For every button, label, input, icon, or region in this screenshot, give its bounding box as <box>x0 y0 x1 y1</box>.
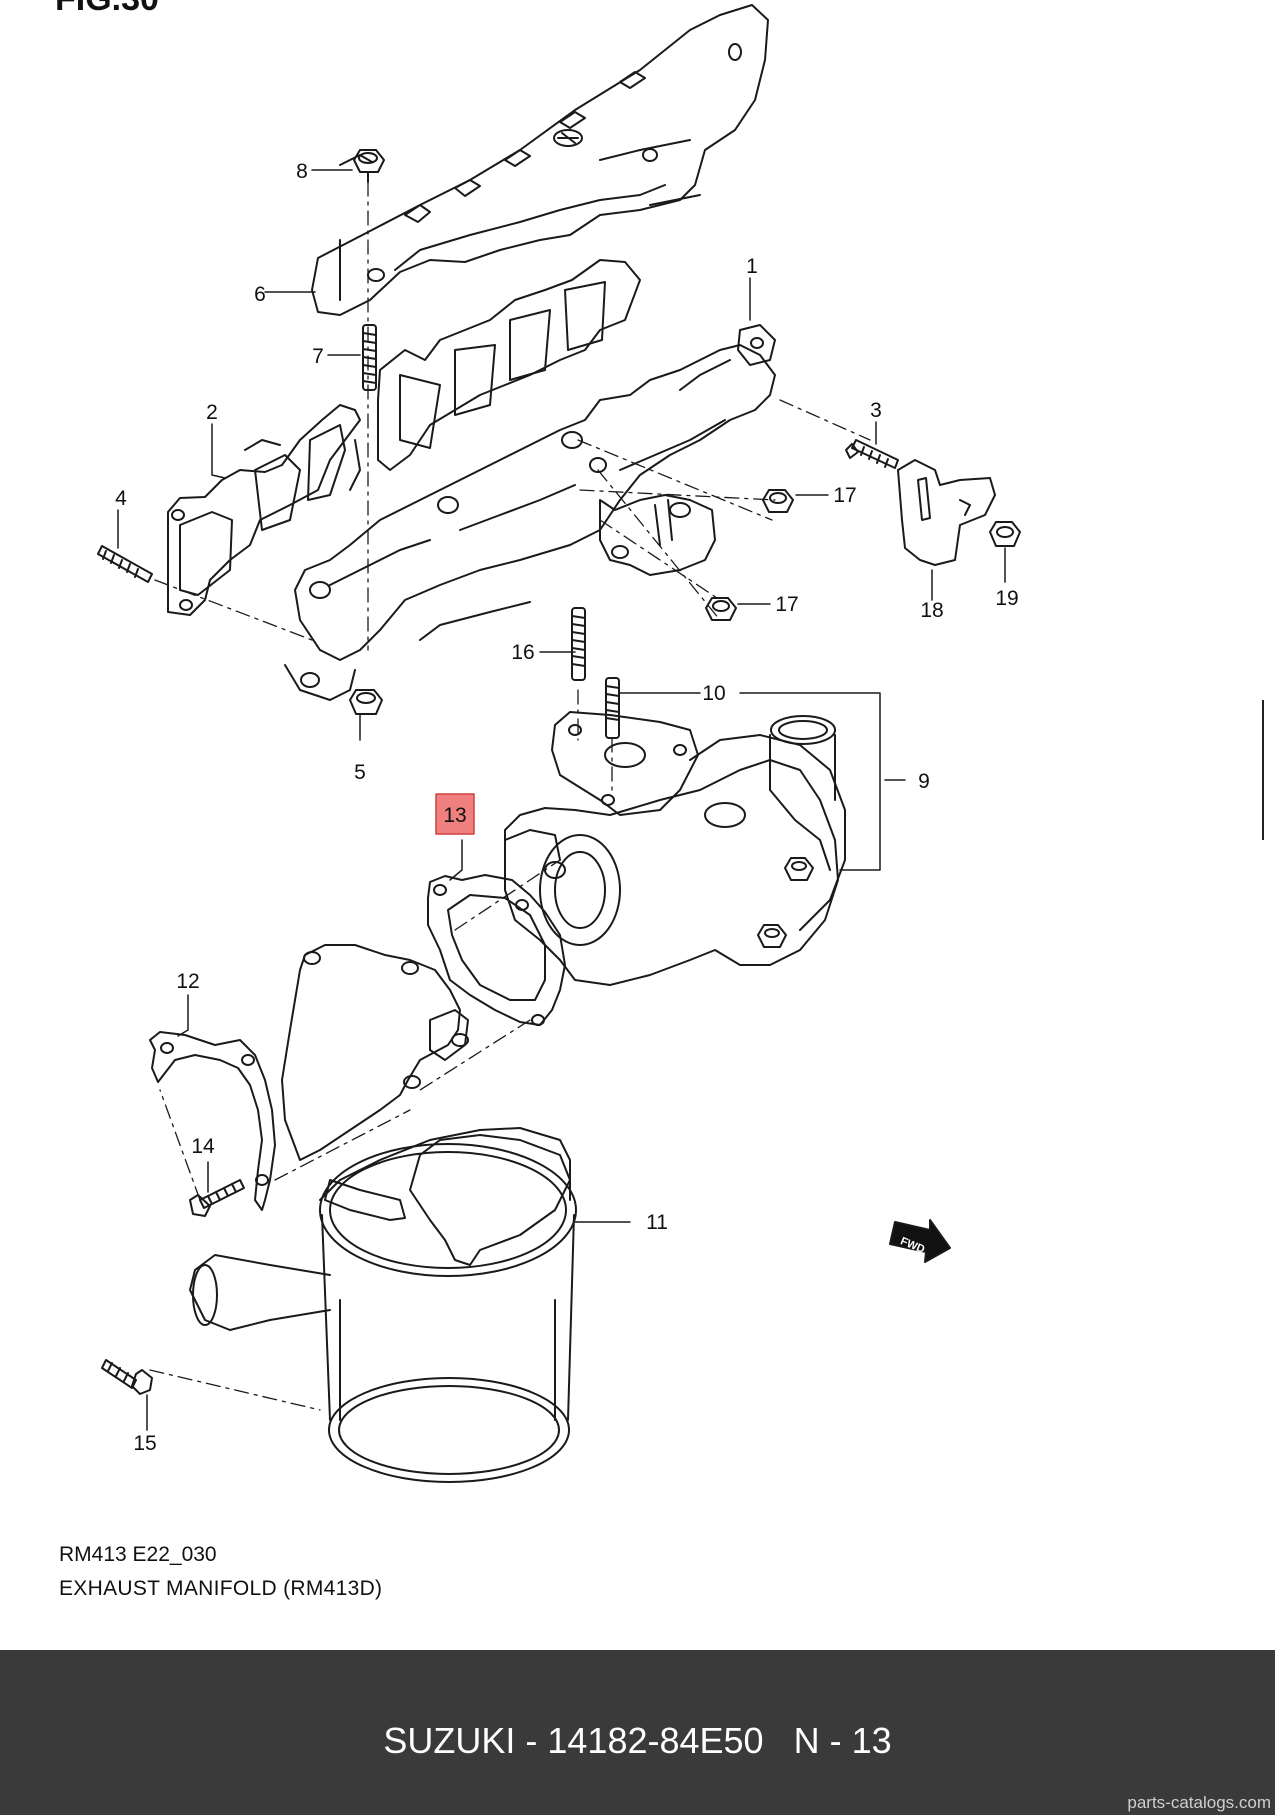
bolt-part-15[interactable] <box>101 1359 153 1395</box>
callout-6[interactable]: 6 <box>254 283 266 306</box>
callout-14[interactable]: 14 <box>191 1135 215 1158</box>
callout-16[interactable]: 16 <box>511 641 534 664</box>
part-callouts: 1 2 3 4 5 6 7 8 9 10 11 12 13 14 15 16 1… <box>115 160 1019 1455</box>
bolt-part-14[interactable] <box>189 1179 245 1217</box>
stud-part-16[interactable] <box>571 607 586 681</box>
leader-lines <box>117 169 1006 1431</box>
bracket-part-18[interactable] <box>897 459 996 566</box>
turbocharger-part-9[interactable] <box>504 711 846 986</box>
figure-label: FIG.30 <box>55 0 159 18</box>
drawing-title: EXHAUST MANIFOLD (RM413D) <box>59 1577 383 1600</box>
stud-part-10[interactable] <box>605 677 620 739</box>
footer-bar <box>0 1650 1275 1815</box>
callout-13[interactable]: 13 <box>443 804 466 827</box>
alignment-lines <box>149 181 871 1411</box>
callout-15[interactable]: 15 <box>133 1432 156 1455</box>
exhaust-manifold-diagram: FIG.30 <box>55 0 1021 1483</box>
callout-18[interactable]: 18 <box>920 599 943 622</box>
page-edge-mark <box>1262 700 1275 840</box>
catalytic-converter-part-11[interactable] <box>189 944 577 1483</box>
forward-arrow-icon: FWD <box>889 1219 951 1263</box>
callout-7[interactable]: 7 <box>312 345 324 368</box>
exhaust-manifold-part-1[interactable] <box>284 259 776 701</box>
callout-12[interactable]: 12 <box>176 970 199 993</box>
manifold-gasket-part-2[interactable] <box>167 404 361 616</box>
callout-17-upper[interactable]: 17 <box>833 484 856 507</box>
bolt-part-3[interactable] <box>845 439 899 469</box>
turbo-gasket-part-13[interactable] <box>427 874 566 1026</box>
heat-shield-part-6[interactable] <box>311 4 769 316</box>
nut-part-17-upper[interactable] <box>762 489 794 513</box>
heat-shield-part-12[interactable] <box>149 1031 276 1211</box>
callout-17-lower[interactable]: 17 <box>775 593 798 616</box>
callout-9[interactable]: 9 <box>918 770 930 793</box>
callout-8[interactable]: 8 <box>296 160 308 183</box>
watermark: parts-catalogs.com <box>1127 1793 1271 1812</box>
part-caption: SUZUKI - 14182-84E50 N - 13 <box>383 1720 892 1761</box>
drawing-id: RM413 E22_030 <box>59 1543 217 1566</box>
callout-2[interactable]: 2 <box>206 401 218 424</box>
highlight-box-13 <box>435 793 475 835</box>
nut-part-19[interactable] <box>989 521 1021 547</box>
callout-1[interactable]: 1 <box>746 255 758 278</box>
callout-4[interactable]: 4 <box>115 487 127 510</box>
callout-10[interactable]: 10 <box>702 682 725 705</box>
callout-19[interactable]: 19 <box>995 587 1018 610</box>
stud-part-7[interactable] <box>362 324 377 391</box>
callout-3[interactable]: 3 <box>870 399 882 422</box>
stud-part-4[interactable] <box>97 545 153 583</box>
nut-part-5[interactable] <box>349 689 383 715</box>
callout-5[interactable]: 5 <box>354 761 366 784</box>
nut-part-8[interactable] <box>353 149 385 183</box>
nut-part-17-lower[interactable] <box>705 597 737 621</box>
callout-11[interactable]: 11 <box>646 1211 668 1234</box>
